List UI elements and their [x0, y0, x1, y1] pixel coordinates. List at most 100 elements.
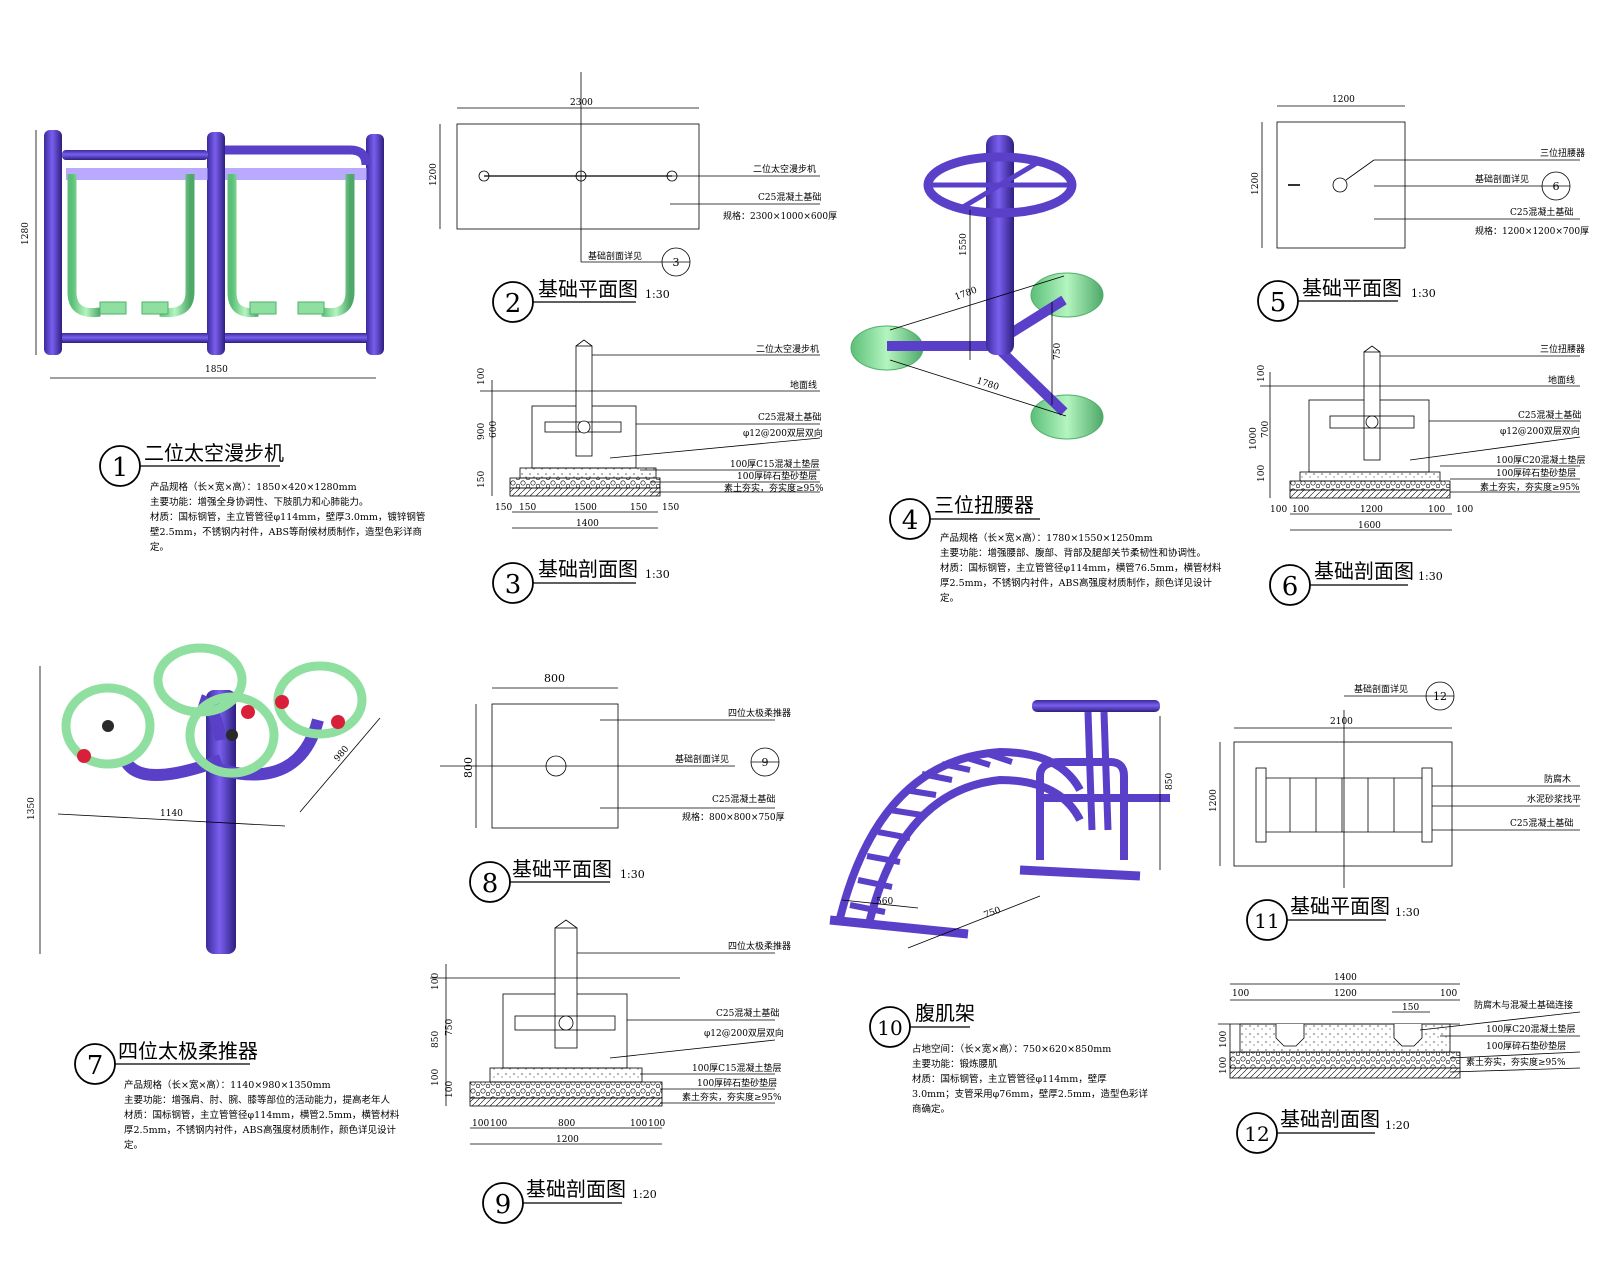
spec-note: 占地空间：（长×宽×高）：750×620×850mm: [912, 1043, 1111, 1055]
callout-label: 基础剖面详见: [1475, 173, 1529, 185]
panel-number: 1: [112, 453, 129, 483]
callout-label: 100厚碎石垫砂垫层: [697, 1077, 777, 1089]
dim-label: 150: [495, 503, 512, 513]
dim-label: 1200: [1209, 789, 1219, 812]
dim-label: 1280: [21, 222, 31, 245]
dim-label: 1200: [1360, 505, 1383, 515]
dim-label: 100: [1257, 365, 1267, 382]
callout-label: 基础剖面详见: [588, 250, 642, 262]
dim-label: 900: [477, 423, 487, 440]
panel-8-caption: 8 基础平面图 1:30: [469, 857, 645, 903]
dim-label: 850: [1165, 773, 1175, 790]
callout-label: 规格：1200×1200×700厚: [1475, 225, 1589, 237]
dim-label: 150: [630, 503, 647, 513]
dim-label: 2100: [1330, 717, 1353, 727]
panel-number: 12: [1244, 1122, 1269, 1146]
callout-label: 素土夯实，夯实度≥95%: [724, 482, 824, 494]
panel-title: 基础平面图: [1302, 276, 1402, 300]
panel-10-caption: 10 腹肌架: [869, 1001, 975, 1048]
dim-label: 100: [445, 1081, 455, 1098]
panel-number: 6: [1282, 572, 1299, 602]
plan-8-drawing: [440, 687, 780, 829]
dim-label: 100: [1232, 989, 1249, 999]
section-6-drawing: [1260, 345, 1581, 531]
panel-number: 11: [1254, 909, 1279, 933]
dim-label: 1400: [576, 519, 599, 529]
scale-label: 1:30: [1411, 287, 1436, 300]
callout-label: φ12@200双层双向: [1500, 425, 1580, 437]
spec-note: 材质：国标钢管，主立管管径φ114mm，横管76.5mm，横管材料: [940, 562, 1222, 574]
dim-label: 100: [472, 1119, 489, 1129]
dim-label: 750: [445, 1019, 455, 1036]
callout-label: 四位太极柔推器: [728, 940, 791, 952]
spec-note: 材质：国标钢管，主立管管径φ114mm，壁厚: [912, 1073, 1107, 1085]
dim-label: 1400: [1334, 973, 1357, 983]
scale-label: 1:30: [1395, 906, 1420, 919]
dim-label: 1350: [27, 797, 37, 820]
callout-label: 100厚C20混凝土垫层: [1496, 454, 1586, 466]
spec-note: 产品规格（长×宽×高）：1780×1550×1250mm: [940, 532, 1153, 544]
panel-number: 2: [505, 289, 522, 319]
callout-label: 防腐木: [1544, 773, 1571, 785]
scale-label: 1:30: [645, 288, 670, 301]
dim-label: 100: [431, 973, 441, 990]
plan-11-drawing: [1219, 681, 1580, 888]
panel-5-caption: 5 基础平面图 1:30: [1257, 276, 1436, 322]
callout-label: C25混凝土基础: [758, 411, 821, 423]
callout-label: 基础剖面详见: [1354, 683, 1408, 695]
spec-note: 壁2.5mm，不锈钢内衬件，ABS等耐候材质制作，造型色彩详商: [150, 526, 422, 538]
panel-number: 7: [87, 1051, 104, 1081]
dim-label: 100: [1219, 1057, 1229, 1074]
dim-label: 150: [477, 471, 487, 488]
section-3-drawing: [480, 339, 821, 529]
dim-label: 150: [662, 503, 679, 513]
dim-label: 1200: [556, 1135, 579, 1145]
panel-title: 基础平面图: [538, 277, 638, 301]
dim-label: 100: [1440, 989, 1457, 999]
panel-4-caption: 4 三位扭腰器: [889, 493, 1040, 540]
callout-label: C25混凝土基础: [716, 1007, 779, 1019]
dim-label: 750: [983, 905, 1003, 920]
dim-label: 1140: [160, 809, 183, 819]
dim-label: 100: [1257, 465, 1267, 482]
dim-label: 800: [558, 1119, 575, 1129]
callout-label: 基础剖面详见: [675, 753, 729, 765]
dim-label: 100: [1428, 505, 1445, 515]
callout-label: C25混凝土基础: [1510, 817, 1573, 829]
callout-label: 素土夯实，夯实度≥95%: [1480, 481, 1580, 493]
equipment-1-illustration: [35, 130, 384, 379]
panel-title: 基础剖面图: [1314, 559, 1414, 583]
dim-label: 1200: [429, 163, 439, 186]
spec-note: 厚2.5mm，不锈钢内衬件，ABS高强度材质制作，颜色详见设计: [940, 577, 1212, 589]
panel-6-caption: 6 基础剖面图 1:30: [1269, 559, 1443, 606]
panel-number: 4: [902, 506, 919, 536]
section-12-drawing: [1218, 983, 1581, 1079]
dim-label: 600: [489, 421, 499, 438]
spec-note: 产品规格（长×宽×高）：1850×420×1280mm: [150, 481, 357, 493]
dim-label: 750: [1053, 343, 1063, 360]
spec-note: 商确定。: [912, 1103, 950, 1115]
panel-title: 基础平面图: [512, 857, 612, 881]
panel-number: 8: [482, 869, 499, 899]
dim-label: 100: [1456, 505, 1473, 515]
scale-label: 1:30: [645, 568, 670, 581]
panel-3-caption: 3 基础剖面图 1:30: [492, 557, 670, 604]
callout-label: C25混凝土基础: [712, 793, 775, 805]
panel-number: 10: [877, 1016, 902, 1040]
panel-title: 腹肌架: [915, 1001, 975, 1025]
panel-1-caption: 1 二位太空漫步机: [99, 441, 284, 487]
dim-label: 1200: [1332, 95, 1355, 105]
dim-label: 150: [519, 503, 536, 513]
panel-number: 5: [1270, 288, 1287, 318]
panel-title: 基础平面图: [1290, 894, 1390, 918]
dim-label: 1600: [1358, 521, 1381, 531]
dim-label: 1000: [1249, 427, 1259, 450]
scale-label: 1:20: [1385, 1119, 1410, 1132]
spec-note: 主要功能：锻炼腰肌: [912, 1058, 998, 1070]
dim-label: 100: [1292, 505, 1309, 515]
panel-7-caption: 7 四位太极柔推器: [74, 1039, 258, 1085]
panel-title: 基础剖面图: [526, 1177, 626, 1201]
spec-note: 材质：国标钢管，主立管管径φ114mm，横管2.5mm，横管材料: [124, 1109, 400, 1121]
callout-label: C25混凝土基础: [758, 191, 821, 203]
callout-label: 规格：2300×1000×600厚: [723, 210, 837, 222]
